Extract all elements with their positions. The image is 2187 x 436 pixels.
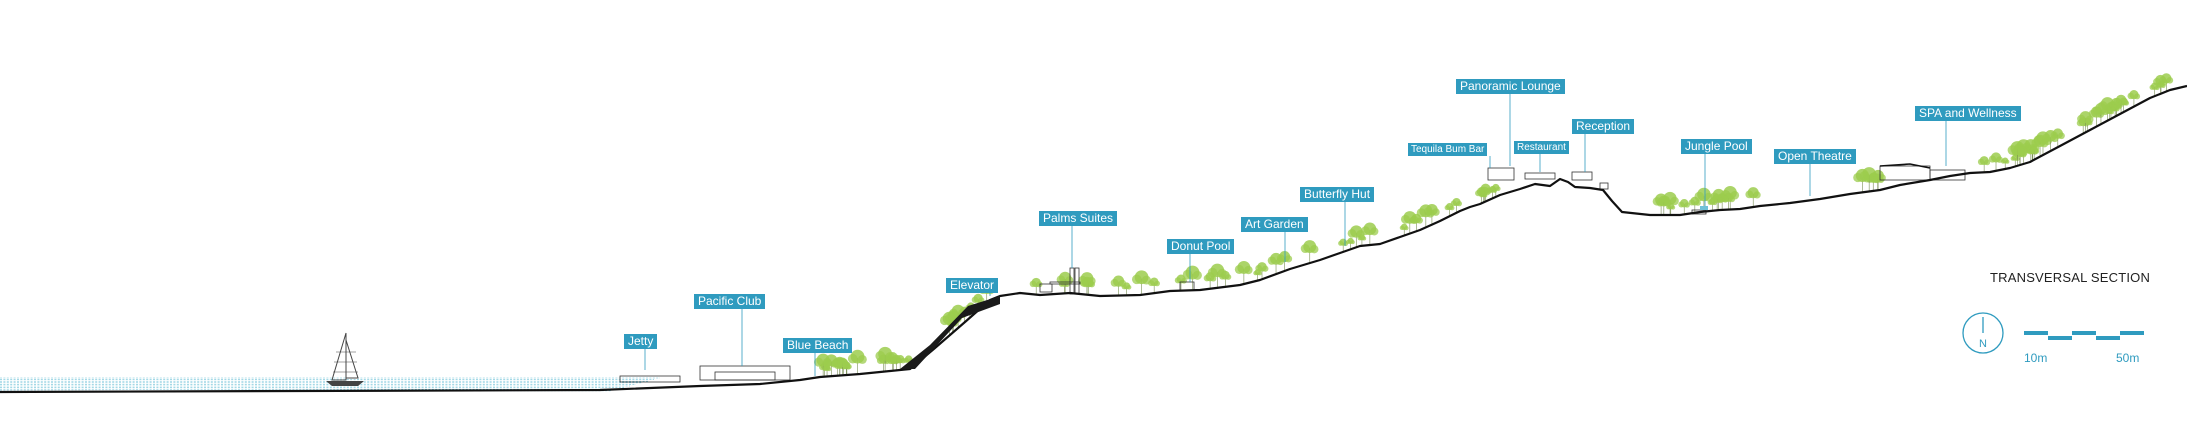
label-blue-beach: Blue Beach: [783, 338, 853, 353]
compass-letter: N: [1979, 338, 1987, 350]
scale-segment: [2048, 336, 2072, 340]
label-tequila-bum-bar: Tequila Bum Bar: [1408, 143, 1488, 156]
sea-water: [0, 377, 660, 392]
scale-label-right: 50m: [2116, 351, 2140, 365]
label-art-garden: Art Garden: [1241, 217, 1308, 232]
elevator-ramp: [900, 296, 1000, 369]
label-palms-suites: Palms Suites: [1039, 211, 1118, 226]
scale-bar: [2024, 331, 2144, 340]
label-elevator: Elevator: [946, 278, 999, 293]
label-jetty: Jetty: [624, 334, 658, 349]
scale-segment: [2120, 331, 2144, 335]
label-pacific-club: Pacific Club: [694, 294, 766, 309]
label-spa-and-wellness: SPA and Wellness: [1915, 106, 2021, 121]
north-arrow-icon: N: [1962, 312, 2004, 354]
scale-label-left: 10m: [2024, 351, 2048, 365]
label-panoramic-lounge: Panoramic Lounge: [1456, 79, 1565, 94]
sailboat-icon: [326, 332, 364, 386]
label-open-theatre: Open Theatre: [1774, 149, 1856, 164]
section-title: TRANSVERSAL SECTION: [1990, 270, 2151, 285]
scale-segment: [2072, 331, 2096, 335]
label-restaurant: Restaurant: [1514, 141, 1569, 154]
label-butterfly-hut: Butterfly Hut: [1300, 187, 1375, 202]
label-reception: Reception: [1572, 119, 1635, 134]
label-leader-lines: [644, 94, 1947, 376]
label-donut-pool: Donut Pool: [1167, 239, 1235, 254]
scale-segment: [2024, 331, 2048, 335]
terrain-profile: [0, 84, 2187, 394]
label-jungle-pool: Jungle Pool: [1681, 139, 1752, 154]
scale-segment: [2096, 336, 2120, 340]
